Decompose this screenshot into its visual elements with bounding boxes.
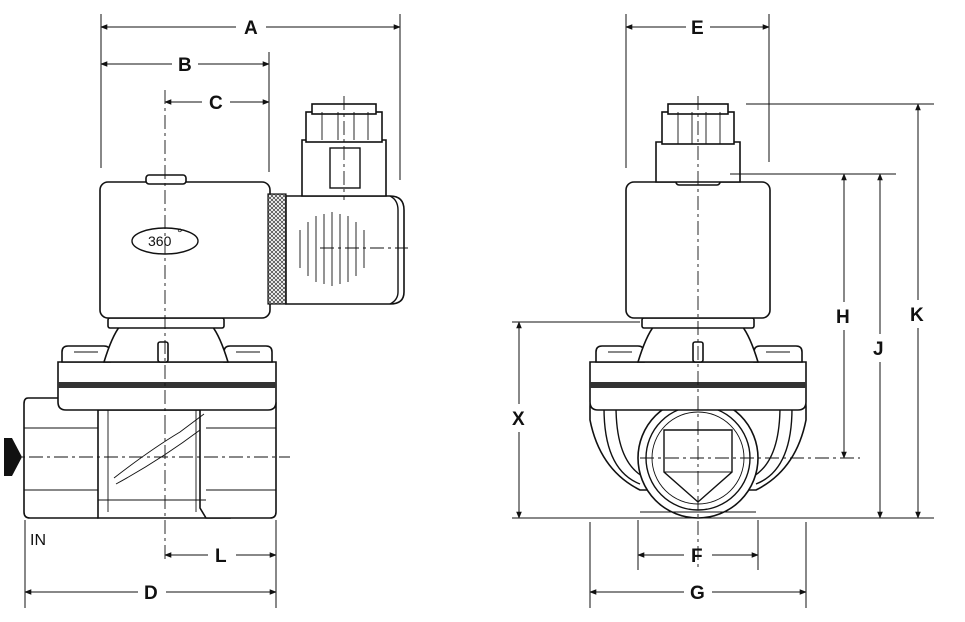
dim-label-j: J xyxy=(873,339,884,360)
side-view: 360 ° xyxy=(4,14,408,608)
dim-label-e: E xyxy=(691,18,704,39)
inlet-label: IN xyxy=(30,532,46,549)
side-connector xyxy=(285,103,405,305)
rotation-degree-label: ° xyxy=(177,225,183,241)
dim-label-k: K xyxy=(910,305,924,326)
dim-label-b: B xyxy=(178,55,192,76)
dim-label-h: H xyxy=(836,307,850,328)
dim-label-a: A xyxy=(244,18,258,39)
dim-label-c: C xyxy=(209,93,223,114)
dim-label-f: F xyxy=(691,546,703,567)
side-coil: 360 ° xyxy=(99,174,287,319)
dim-label-x: X xyxy=(512,409,525,430)
dim-label-d: D xyxy=(144,583,158,604)
dim-label-l: L xyxy=(215,546,227,567)
side-bonnet xyxy=(57,317,277,411)
dim-label-g: G xyxy=(690,583,705,604)
rotation-label: 360 xyxy=(148,233,172,249)
side-valve-body xyxy=(23,397,277,519)
front-valve-body xyxy=(589,397,807,519)
front-view: E F G X H J K xyxy=(512,14,934,608)
